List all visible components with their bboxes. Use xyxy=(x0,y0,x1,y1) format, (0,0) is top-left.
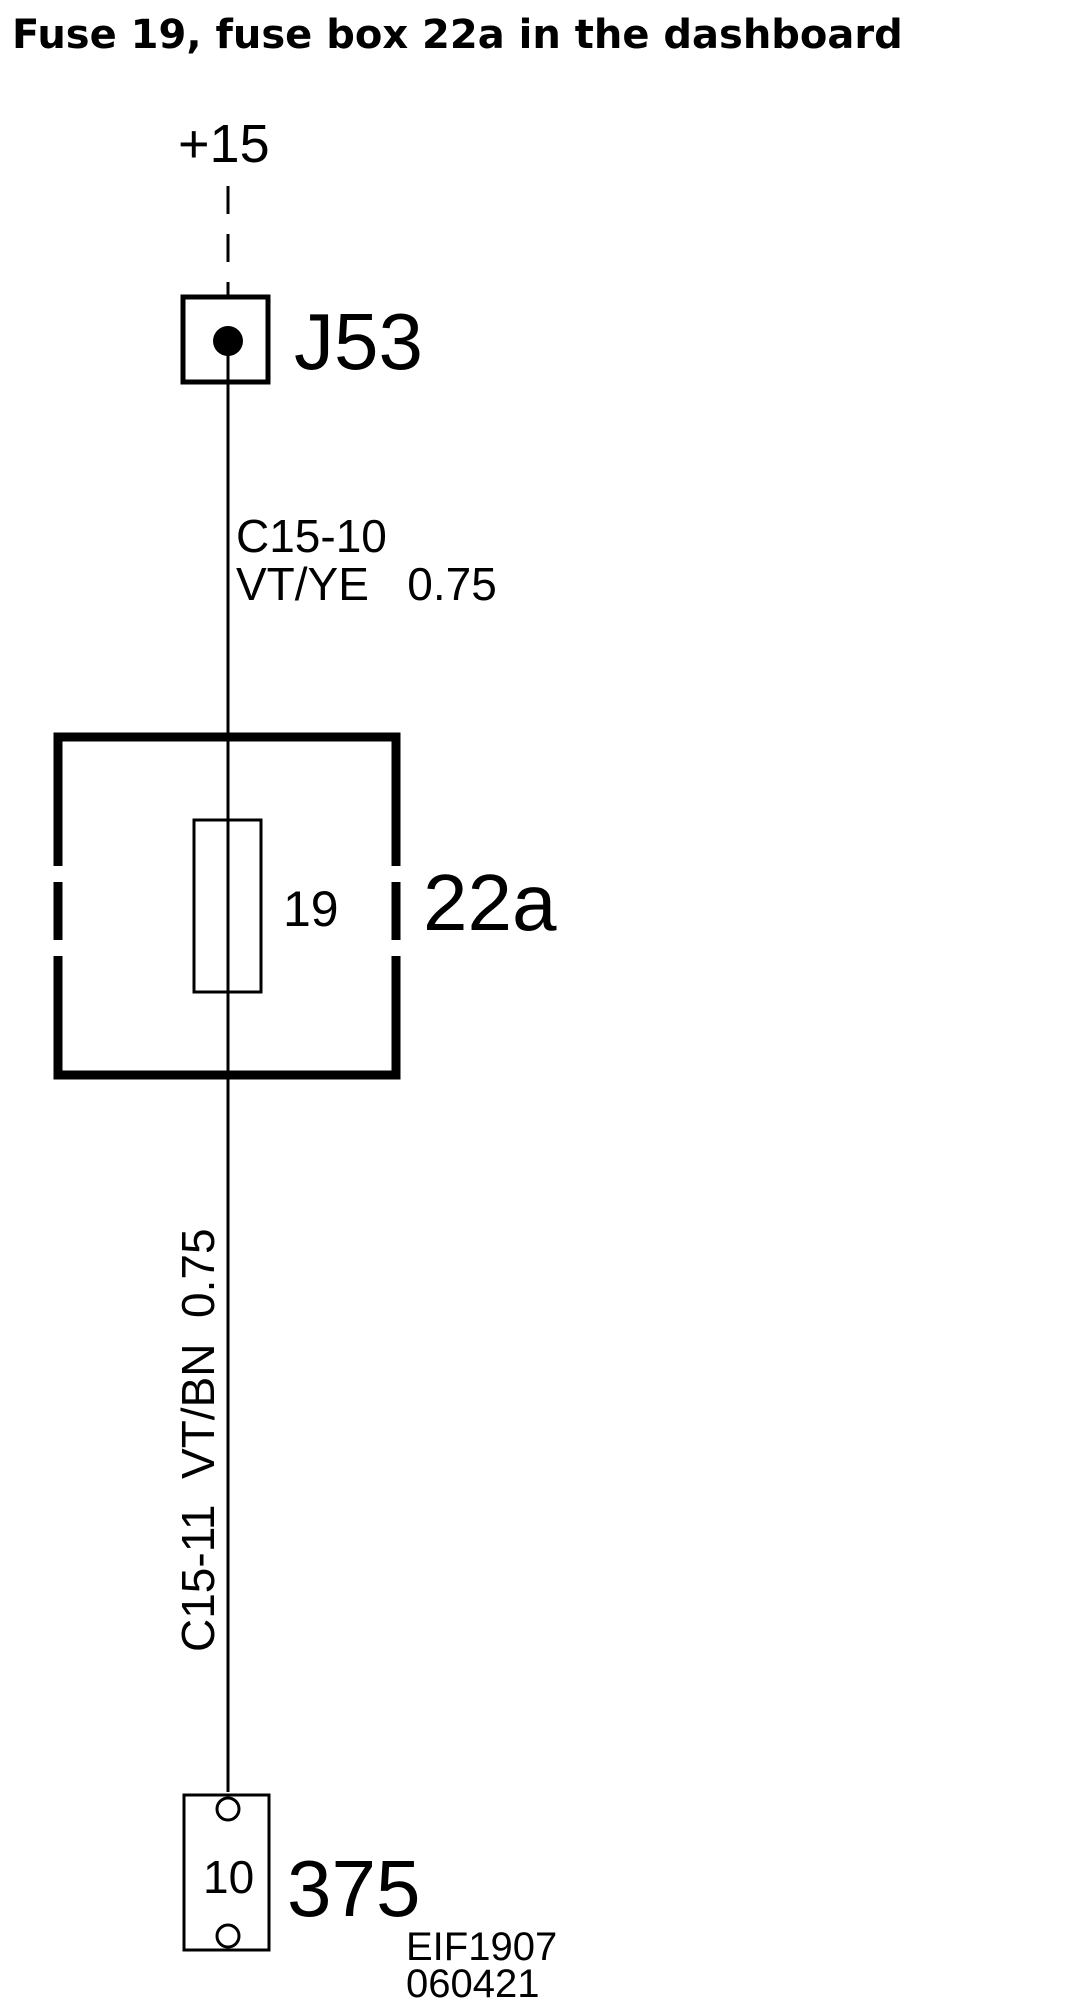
connector-pin-bottom xyxy=(215,1923,241,1949)
diagram-title: Fuse 19, fuse box 22a in the dashboard xyxy=(12,12,903,58)
connector-label: 375 xyxy=(287,1844,420,1933)
upper-wire-connector-label: C15-10 xyxy=(236,510,387,562)
junction-box xyxy=(180,294,271,385)
connector-pin-top xyxy=(215,1796,241,1822)
connector-pin-label: 10 xyxy=(203,1851,254,1903)
lower-wire-label: C15-11 VT/BN 0.75 xyxy=(172,1228,224,1652)
upper-wire-spec-label: VT/YE 0.75 xyxy=(236,558,497,610)
junction-label: J53 xyxy=(294,297,423,386)
fuse-box-outline xyxy=(53,732,401,1080)
fuse-element xyxy=(192,818,263,994)
supply-label: +15 xyxy=(178,114,270,174)
drawing-date: 060421 xyxy=(406,1962,539,2000)
drawing-reference: EIF1907 xyxy=(406,1925,557,1969)
fuse-box-label: 22a xyxy=(423,858,557,947)
connector-box xyxy=(182,1793,271,1952)
fuse-number-label: 19 xyxy=(283,881,339,937)
